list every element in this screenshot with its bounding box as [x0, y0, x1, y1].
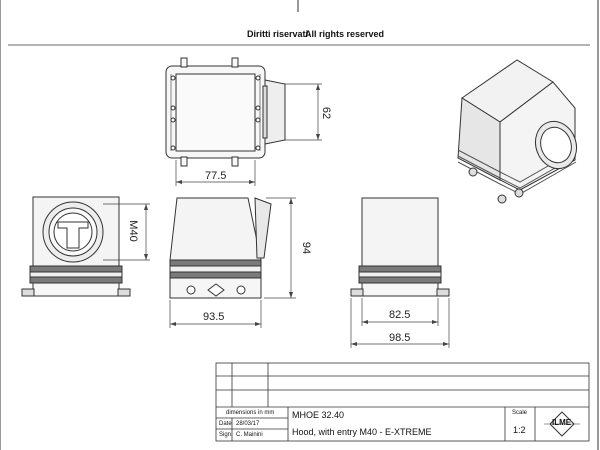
date-value: 28/03/17 [236, 421, 260, 427]
dim-top-height: 62 [320, 107, 332, 119]
dim-side-outer: 98.5 [389, 332, 410, 344]
dim-height: 94 [300, 242, 312, 254]
dims-note: dimensions in mm [226, 410, 275, 416]
dim-top-width: 77.5 [205, 170, 226, 182]
product-description: Hood, with entry M40 - E-XTREME [292, 427, 432, 437]
thread-dim [103, 203, 150, 261]
dim-thread: M40 [127, 220, 139, 241]
rights-reserved-it: Diritti riservati [247, 29, 309, 39]
sign-value: C. Mainini [236, 432, 263, 438]
logo-text: ILME [552, 418, 572, 427]
product-code: MHOE 32.40 [292, 410, 345, 420]
title-block [215, 362, 590, 442]
date-label: Date [219, 421, 232, 427]
side-dims [350, 298, 450, 348]
scale-value: 1:2 [513, 425, 526, 435]
dim-front-width: 93.5 [203, 311, 224, 323]
rights-reserved-en: All rights reserved [305, 29, 385, 39]
top-view-dims [175, 83, 322, 186]
left-side-view [21, 196, 131, 297]
dim-side-inner: 82.5 [389, 309, 410, 321]
isometric-view [457, 59, 578, 204]
sign-label: Sign. [219, 432, 233, 438]
right-side-view [350, 197, 450, 297]
ilme-logo [544, 411, 580, 437]
front-view [169, 197, 272, 299]
scale-label: Scale [512, 410, 528, 416]
top-view [165, 57, 286, 167]
